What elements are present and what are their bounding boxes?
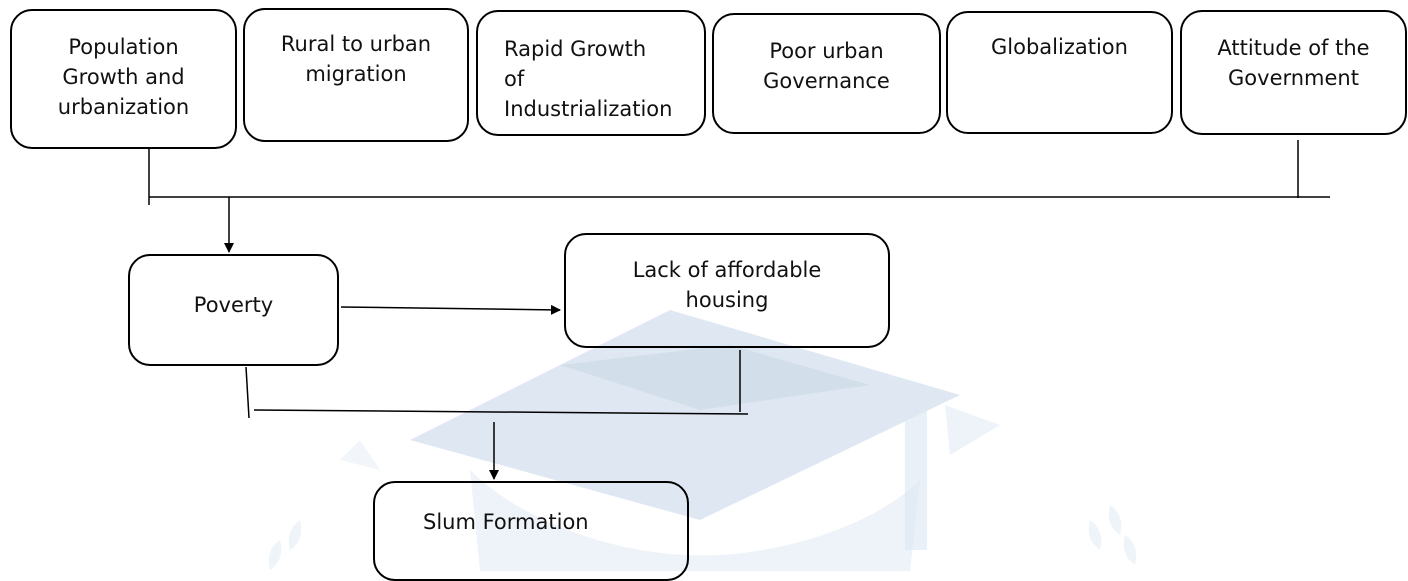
cause-label-migration: Rural to urban migration xyxy=(280,32,432,86)
cause-box-governance: Poor urban Governance xyxy=(712,13,941,134)
cause-box-globalization: Globalization xyxy=(946,11,1173,134)
housing-box: Lack of affordable housing xyxy=(564,233,890,348)
cause-label-globalization: Globalization xyxy=(991,35,1128,59)
housing-label: Lack of affordable housing xyxy=(632,258,822,312)
cause-box-industrialization: Rapid Growth of Industrialization xyxy=(476,10,706,136)
poverty-box: Poverty xyxy=(128,254,339,366)
cause-box-government: Attitude of the Government xyxy=(1180,10,1407,135)
connector-lower-bus xyxy=(253,409,749,415)
connector-poverty-down xyxy=(245,366,250,419)
slum-formation-label: Slum Formation xyxy=(423,510,589,534)
cause-label-industrialization: Rapid Growth of Industrialization xyxy=(504,37,673,121)
cause-label-population: Population Growth and urbanization xyxy=(57,35,190,119)
arrow-poverty-to-housing xyxy=(340,304,561,315)
slum-formation-box: Slum Formation xyxy=(373,481,689,581)
cause-box-population: Population Growth and urbanization xyxy=(10,9,237,149)
cause-label-government: Attitude of the Government xyxy=(1217,36,1370,90)
cause-box-migration: Rural to urban migration xyxy=(243,8,469,142)
cause-label-governance: Poor urban Governance xyxy=(763,39,890,93)
poverty-label: Poverty xyxy=(193,293,274,317)
